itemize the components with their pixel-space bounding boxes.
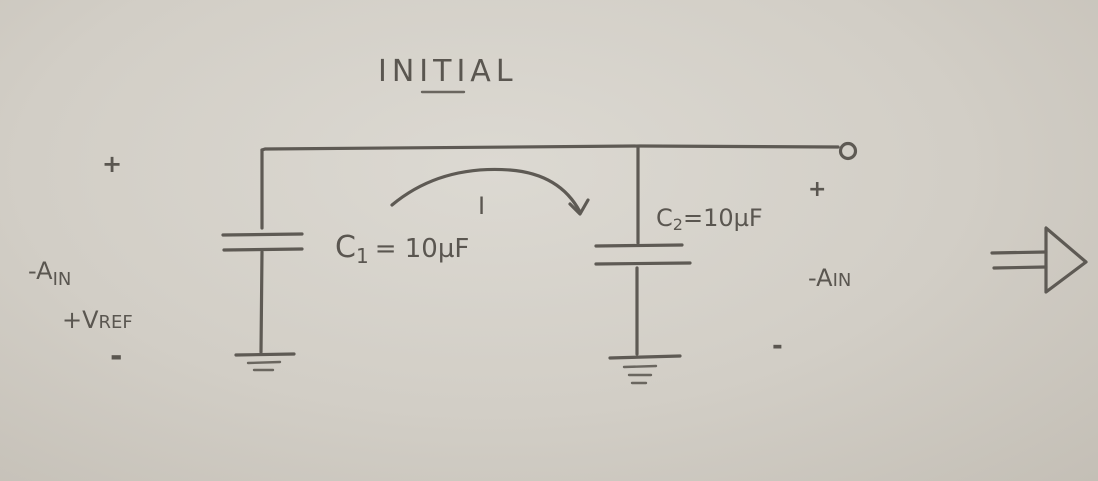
c2-label-sub: 2: [673, 215, 683, 234]
implies-arrow-icon: [990, 226, 1088, 294]
c1-label-value: = 10µF: [375, 234, 470, 264]
capacitor-c1: [221, 148, 304, 354]
current-label: I: [478, 192, 485, 220]
left-minus-sign: -: [110, 339, 122, 374]
left-source-label-sub: IN: [53, 269, 72, 290]
right-plus-sign: +: [808, 177, 826, 202]
ground-icon: [234, 352, 296, 372]
ground-icon: [608, 354, 682, 385]
c1-label: C1= 10µF: [335, 230, 469, 268]
capacitor-c2: [594, 145, 692, 356]
c2-label: C2=10µF: [656, 204, 763, 234]
right-source-label-sub: IN: [833, 270, 852, 291]
terminal-icon: [838, 141, 858, 161]
right-minus-sign: -: [772, 331, 783, 361]
c2-label-value: =10µF: [683, 204, 763, 232]
left-source-label: -AIN: [28, 257, 71, 290]
right-source-label: -AIN: [808, 264, 851, 292]
left-plus-sign: +: [102, 150, 122, 178]
left-vref-label-main: +V: [62, 306, 99, 334]
top-wire: [260, 144, 840, 152]
diagram-title: INITIAL: [378, 54, 518, 89]
arrow-head: [568, 198, 590, 216]
c1-label-main: C: [335, 230, 356, 265]
c1-label-sub: 1: [356, 244, 369, 268]
left-vref-label: +VREF: [62, 306, 133, 334]
left-vref-label-sub: REF: [99, 312, 133, 333]
left-source-label-main: -A: [28, 257, 53, 285]
arrow-icon: [390, 167, 582, 214]
c2-label-main: C: [656, 204, 673, 232]
right-source-label-main: -A: [808, 264, 833, 292]
